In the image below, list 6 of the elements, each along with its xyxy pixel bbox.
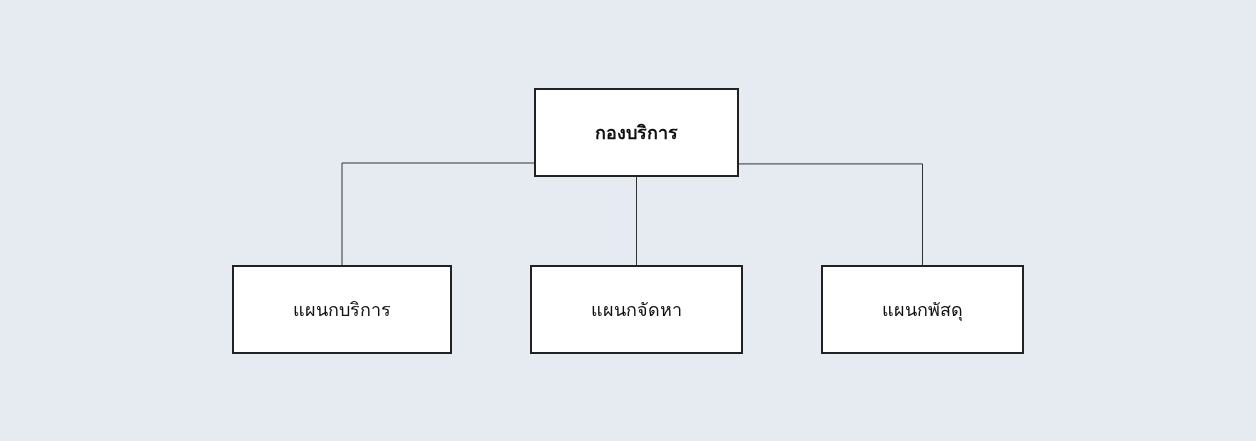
node-box: แผนกบริการ <box>232 264 452 354</box>
connector <box>636 175 637 266</box>
node-box: แผนกพัสดุ <box>821 264 1024 354</box>
connector <box>341 162 536 266</box>
node-box: กองบริการ <box>534 87 739 177</box>
node-box: แผนกจัดหา <box>530 264 743 354</box>
